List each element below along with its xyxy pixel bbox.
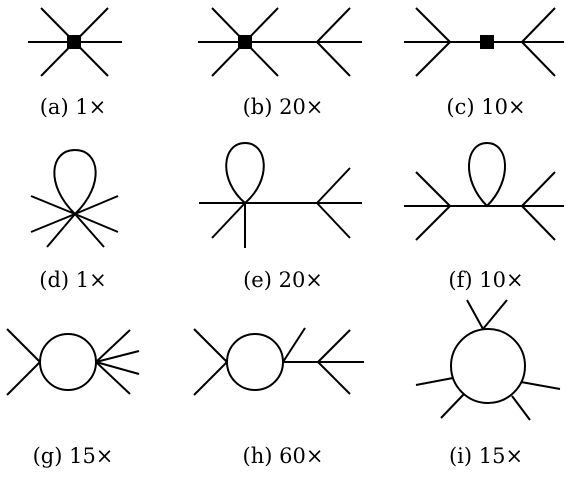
caption-a: (a) 1× xyxy=(39,95,107,119)
diagram-a-graph xyxy=(28,7,122,77)
caption-f: (f) 10× xyxy=(448,268,524,292)
caption-h: (h) 60× xyxy=(242,444,324,468)
diagram-g-graph xyxy=(6,328,140,396)
caption-i: (i) 15× xyxy=(448,444,524,468)
diagram-b-graph xyxy=(198,7,362,77)
caption-g: (g) 15× xyxy=(32,444,114,468)
caption-e: (e) 20× xyxy=(243,268,323,292)
caption-c: (c) 10× xyxy=(446,95,526,119)
diagram-d-graph xyxy=(30,148,119,248)
diagram-h-graph xyxy=(193,327,364,396)
caption-b: (b) 20× xyxy=(242,95,324,119)
diagram-i-graph xyxy=(415,299,561,421)
diagram-c-graph xyxy=(404,7,564,77)
diagram-f-graph xyxy=(404,141,564,241)
caption-d: (d) 1× xyxy=(39,268,107,292)
diagram-e-graph xyxy=(199,141,362,248)
